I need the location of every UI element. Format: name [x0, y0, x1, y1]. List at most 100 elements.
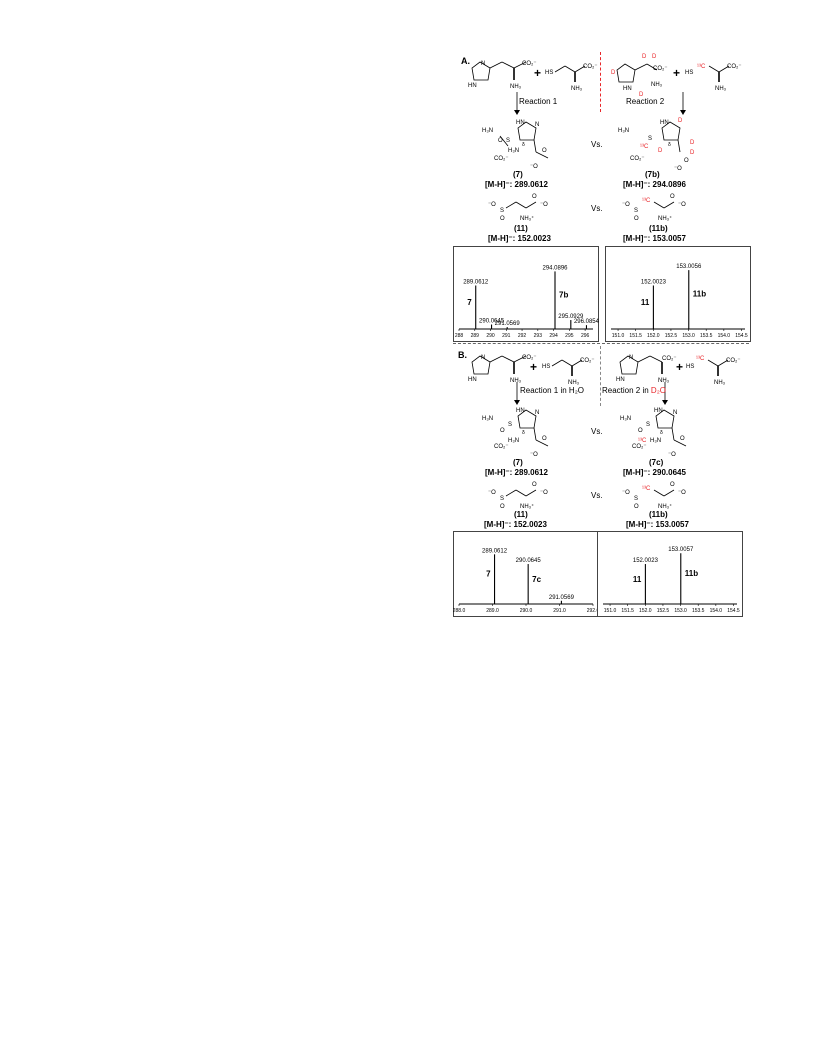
s-label: S — [500, 208, 504, 214]
cys13-hs-label: HS — [686, 364, 694, 370]
reaction-1-label: Reaction 1 in H₂O — [520, 386, 585, 395]
product-11-structure: ⁻O S O O ⁻O NH₃⁺ — [488, 194, 548, 222]
co2-label: CO₂⁻ — [630, 156, 645, 162]
x-tick-label: 154.5 — [735, 333, 748, 339]
hn-label: HN — [654, 408, 663, 414]
x-tick-label: 152.5 — [657, 608, 670, 614]
carboxylate-o-label: ⁻O — [530, 452, 538, 458]
peak-label: 153.0057 — [668, 547, 694, 553]
mass-7: [M-H]⁻: 289.0612 — [485, 180, 548, 189]
reaction-arrow — [514, 382, 520, 405]
co2-label: CO₂⁻ — [494, 444, 509, 450]
his-d-co2-label: CO₂⁻ — [653, 66, 668, 72]
o-label: ⁻O — [540, 202, 548, 208]
x-tick-label: 290.0 — [520, 608, 533, 614]
vs-label: Vs. — [591, 427, 603, 436]
hn-label: HN — [516, 120, 525, 126]
peak-label: 290.0645 — [516, 558, 542, 564]
hn-label: HN — [516, 408, 525, 414]
x-tick-label: 292 — [518, 333, 527, 339]
delta-label: δ — [668, 142, 671, 148]
compound-peak-label: 11 — [641, 298, 650, 307]
cysteine-structure: HS CO₂⁻ NH₃ — [545, 64, 598, 92]
d-label: D — [690, 140, 695, 146]
delta-label: δ — [522, 430, 525, 436]
compound-7b-label: (7b) — [645, 170, 660, 179]
compound-11b-label: (11b) — [649, 224, 668, 233]
d-label: D — [642, 54, 647, 60]
s-oxide-o-label: O — [638, 428, 643, 434]
sulfinate-o-label: ⁻O — [622, 202, 630, 208]
o-label: ⁻O — [540, 490, 548, 496]
s-label: S — [648, 136, 652, 142]
mass-7b: [M-H]⁻: 294.0896 — [623, 180, 686, 189]
h3n-label: H₃N — [508, 438, 519, 444]
his-d-hn-label: HN — [623, 86, 632, 92]
reaction-2-label: Reaction 2 in D₂O — [602, 386, 666, 395]
compound-peak-label: 7 — [467, 298, 472, 307]
histidine-structure: N HN CO₂⁻ NH₃ — [468, 61, 537, 90]
nh3p-label: NH₃⁺ — [658, 503, 672, 510]
compound-peak-label: 7 — [486, 570, 491, 579]
product-7c-structure: H₃N CO₂⁻ O S HN N δ ¹³C H₃N O ⁻O — [620, 408, 687, 458]
x-tick-label: 292.0 — [587, 608, 600, 614]
h3n-label: H₃N — [650, 438, 661, 444]
his-co2-label: CO₂⁻ — [522, 355, 537, 361]
reaction-2-label: Reaction 2 — [626, 97, 665, 106]
x-tick-label: 154.5 — [727, 608, 740, 614]
x-tick-label: 294 — [549, 333, 558, 339]
reaction-1-label: Reaction 1 — [519, 97, 558, 106]
o-label: O — [634, 216, 639, 222]
co2-label: CO₂⁻ — [494, 156, 509, 162]
delta-label: δ — [660, 430, 663, 436]
o-label: O — [542, 148, 547, 154]
compound-11b-label: (11b) — [649, 510, 668, 519]
o-label: O — [500, 504, 505, 510]
cys13-nh3-label: NH₃ — [714, 380, 726, 386]
o-label: O — [670, 482, 675, 488]
hn-label: HN — [660, 120, 669, 126]
o-label: ⁻O — [678, 202, 686, 208]
n-label: N — [673, 410, 677, 416]
labeled-cysteine-structure: HS ¹³C CO₂⁻ NH₃ — [686, 356, 741, 386]
carboxylate-o-label: ⁻O — [668, 452, 676, 458]
x-tick-label: 153.0 — [682, 333, 695, 339]
h3n-label: H₃N — [482, 416, 493, 422]
x-tick-label: 291 — [502, 333, 511, 339]
x-tick-label: 151.0 — [612, 333, 625, 339]
delta-label: δ — [522, 142, 525, 148]
sulfinate-o-label: ⁻O — [488, 202, 496, 208]
cys-hs-label: HS — [545, 70, 553, 76]
x-tick-label: 153.5 — [700, 333, 713, 339]
peak-label: 290.0645 — [479, 319, 505, 325]
o-label: O — [542, 436, 547, 442]
n-label: N — [535, 122, 539, 128]
x-tick-label: 290 — [486, 333, 495, 339]
nh3p-label: NH₃⁺ — [658, 215, 672, 222]
nh3p-label: NH₃⁺ — [520, 503, 534, 510]
d-label: D — [639, 92, 644, 98]
x-tick-label: 154.0 — [710, 608, 723, 614]
o-label: O — [532, 194, 537, 200]
compound-peak-label: 11b — [685, 569, 698, 578]
s-label: S — [500, 496, 504, 502]
x-tick-label: 152.0 — [639, 608, 652, 614]
panel-a-divider — [600, 52, 601, 112]
product-11b-structure: ⁻O S O ¹³C O ⁻O NH₃⁺ — [622, 194, 686, 222]
x-tick-label: 152.0 — [647, 333, 660, 339]
reaction-arrow — [680, 92, 686, 115]
d-label: D — [690, 150, 695, 156]
c13-label: ¹³C — [697, 64, 706, 70]
reaction-arrow — [514, 92, 520, 115]
product-7-structure: H₃N CO₂⁻ O S HN N δ H₃N O ⁻O — [482, 408, 549, 458]
his-nh3-label: NH₃ — [510, 84, 522, 90]
x-tick-label: 296 — [581, 333, 590, 339]
cys13-co2-label: CO₂⁻ — [727, 64, 742, 70]
cys13-hs-label: HS — [685, 70, 693, 76]
compound-7c-label: (7c) — [649, 458, 664, 467]
x-tick-label: 289.0 — [486, 608, 499, 614]
